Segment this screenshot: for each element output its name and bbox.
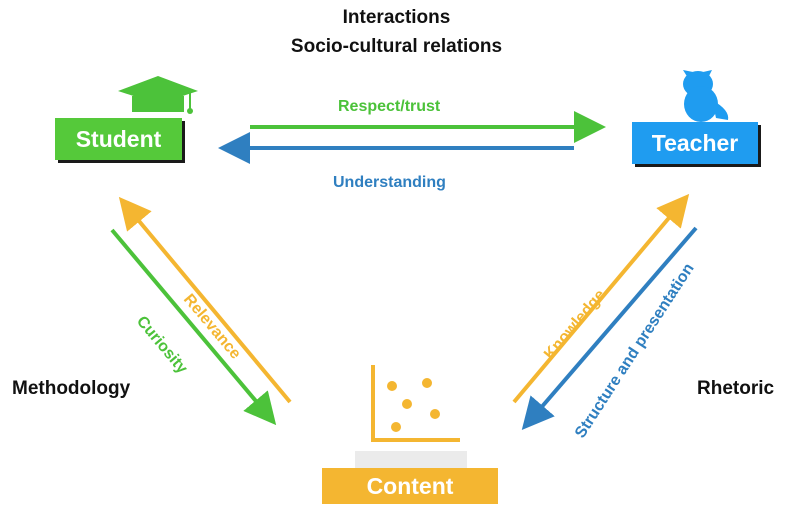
content-node: Content	[322, 468, 498, 504]
graduation-cap-icon	[118, 76, 198, 114]
curiosity-arrow	[110, 228, 277, 426]
teacher-node: Teacher	[632, 122, 758, 164]
relevance-arrow	[118, 196, 292, 404]
owl-icon	[683, 70, 729, 122]
rhetoric-label: Rhetoric	[697, 378, 775, 399]
student-node: Student	[55, 118, 182, 160]
title-socio-cultural: Socio-cultural relations	[290, 36, 503, 57]
title-interactions: Interactions	[342, 7, 451, 28]
knowledge-arrow	[512, 193, 690, 404]
teacher-label: Teacher	[651, 129, 739, 156]
methodology-label: Methodology	[12, 378, 131, 399]
respect-trust-label: Respect/trust	[338, 98, 441, 115]
tape-strip	[355, 451, 467, 473]
scatter-plot-icon	[371, 365, 460, 442]
structure-arrow	[521, 226, 698, 431]
understanding-label: Understanding	[333, 174, 446, 191]
content-label: Content	[366, 472, 454, 499]
student-label: Student	[75, 125, 162, 152]
